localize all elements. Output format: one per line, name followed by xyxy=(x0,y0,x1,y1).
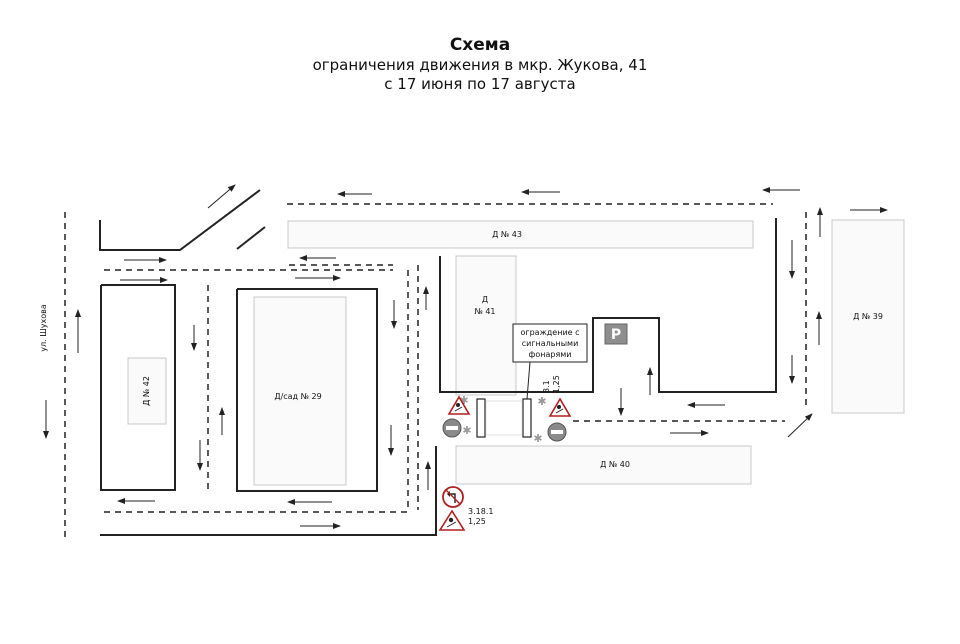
parking-letter: P xyxy=(611,327,621,343)
road-edge xyxy=(100,284,176,491)
fence-barrier-right xyxy=(522,398,532,438)
label-d41-line2: № 41 xyxy=(474,307,495,316)
page-subtitle: ограничения движения в мкр. Жукова, 41 xyxy=(312,56,648,74)
parking-icon xyxy=(604,323,628,345)
fence-callout-line1: ограждение с xyxy=(520,328,579,337)
fence-barrier-left xyxy=(476,398,486,438)
building-d39 xyxy=(831,219,905,414)
no-entry-sign-left xyxy=(442,418,462,438)
label-d39: Д № 39 xyxy=(853,312,883,321)
sign-3-18-1-code: 3.18.1 xyxy=(468,507,493,516)
sign-3-18-1-distance: 1,25 xyxy=(468,517,486,526)
title-block: Схема ограничения движения в мкр. Жукова… xyxy=(0,34,960,94)
signal-lights: ✱ ✱ ✱ ✱ xyxy=(459,394,546,445)
parking-sign: P xyxy=(604,323,628,345)
building-d40 xyxy=(455,445,752,485)
street-label: ул. Шухова xyxy=(39,304,48,352)
buildings xyxy=(127,219,905,486)
label-d41-line1: Д xyxy=(482,295,488,304)
label-d42: Д № 42 xyxy=(142,376,151,406)
road-edge xyxy=(236,226,266,250)
arrow-diagonal xyxy=(787,413,813,438)
fence-callout-line3: фонарями xyxy=(529,350,572,359)
building-d41 xyxy=(455,255,517,396)
building-labels: Д № 43 Д № 41 Д № 42 Д/сад № 29 Д № 40 Д… xyxy=(142,230,883,469)
road-edge xyxy=(439,218,777,393)
work-area xyxy=(485,400,523,436)
fence-callout-box xyxy=(512,323,588,363)
date-range: с 17 июня по 17 августа xyxy=(384,75,576,93)
label-d43: Д № 43 xyxy=(492,230,522,239)
no-left-turn-sign xyxy=(442,486,464,508)
sign-3-1-code: 3.1 xyxy=(542,380,551,393)
fence-callout-line2: сигнальными xyxy=(522,339,579,348)
arrow-diagonal xyxy=(207,184,236,209)
sign-3-1-distance: 1,25 xyxy=(552,375,561,393)
fence-callout-pointer xyxy=(526,361,531,400)
roadwork-sign-left xyxy=(447,395,471,415)
signal-light-icon: ✱ xyxy=(462,424,471,437)
label-d40: Д № 40 xyxy=(600,460,630,469)
no-entry-sign-right xyxy=(547,422,567,442)
page-title: Схема xyxy=(449,35,511,55)
building-d42 xyxy=(127,357,167,425)
roadwork-sign-right xyxy=(548,397,572,417)
road-edge xyxy=(100,446,437,536)
roadwork-sign-bottom xyxy=(438,509,466,531)
lane-markings xyxy=(64,203,807,540)
road-edges xyxy=(99,189,777,536)
traffic-arrows xyxy=(43,184,888,529)
signal-light-icon: ✱ xyxy=(537,395,546,408)
road-edge xyxy=(99,189,261,251)
construction-zone: ограждение с сигнальными фонарями xyxy=(476,323,588,438)
road-edge xyxy=(236,288,378,492)
building-d43 xyxy=(287,220,754,249)
building-kindergarten-29 xyxy=(253,296,347,486)
signal-light-icon: ✱ xyxy=(533,432,542,445)
signal-light-icon: ✱ xyxy=(459,394,468,407)
label-kindergarten-29: Д/сад № 29 xyxy=(274,392,321,401)
